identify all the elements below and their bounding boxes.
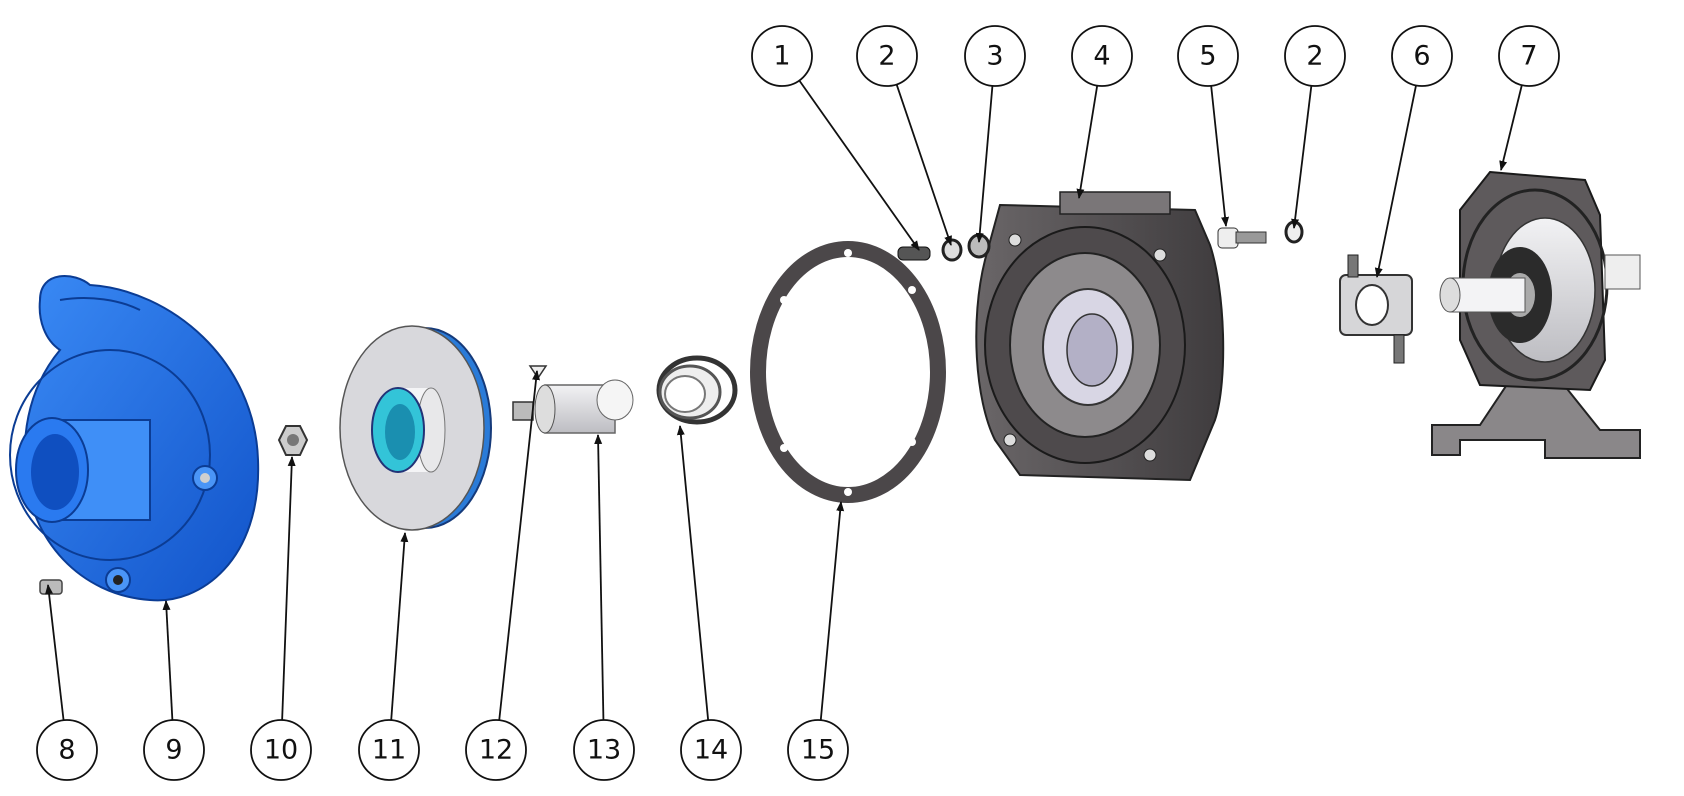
balloon-circle	[143, 719, 205, 781]
balloon-label: 14	[694, 735, 728, 766]
balloon-bolt: 5	[1177, 25, 1239, 87]
leader-line-adapter-backplate	[1076, 85, 1099, 199]
balloon-label: 10	[264, 735, 298, 766]
bearing-frame	[1431, 170, 1641, 459]
balloon-washer: 2	[856, 25, 918, 87]
balloon-circle	[1284, 25, 1346, 87]
leader-line-washer	[1291, 85, 1313, 229]
balloon-circle	[1498, 25, 1560, 87]
balloon-label: 12	[479, 735, 513, 766]
leader-line-bolt	[1210, 85, 1230, 227]
balloon-key: 12	[465, 719, 527, 781]
balloon-circle	[787, 719, 849, 781]
leader-line-impeller	[390, 532, 409, 721]
balloon-shaft-clamp: 6	[1391, 25, 1453, 87]
balloon-circle	[250, 719, 312, 781]
balloon-label: 1	[773, 41, 790, 72]
bolt	[1217, 227, 1267, 249]
balloon-stud: 1	[751, 25, 813, 87]
balloon-bearing-frame: 7	[1498, 25, 1560, 87]
leader-line-volute-casing	[162, 600, 174, 721]
shaft-clamp	[1339, 254, 1413, 364]
balloon-circle	[1071, 25, 1133, 87]
balloon-label: 13	[587, 735, 621, 766]
balloon-circle	[573, 719, 635, 781]
balloon-circle	[358, 719, 420, 781]
balloon-label: 15	[801, 735, 835, 766]
leader-line-bearing-frame	[1499, 84, 1523, 171]
balloon-volute-casing: 9	[143, 719, 205, 781]
leader-line-nut	[975, 85, 994, 243]
leader-line-drain-plug	[45, 584, 65, 721]
balloon-label: 9	[165, 735, 182, 766]
balloon-label: 11	[372, 735, 406, 766]
balloon-circle	[36, 719, 98, 781]
balloon-gasket: 15	[787, 719, 849, 781]
leader-line-washer	[895, 84, 952, 246]
gasket	[750, 241, 946, 503]
leader-line-impeller-nut	[281, 456, 296, 721]
leader-lines	[45, 79, 1523, 721]
leader-line-gasket	[819, 501, 845, 721]
balloon-label: 7	[1520, 41, 1537, 72]
balloon-label: 3	[986, 41, 1003, 72]
balloon-drain-plug: 8	[36, 719, 98, 781]
balloon-impeller: 11	[358, 719, 420, 781]
balloon-label: 2	[878, 41, 895, 72]
balloon-mechanical-seal: 14	[680, 719, 742, 781]
balloon-label: 2	[1306, 41, 1323, 72]
balloon-circle	[465, 719, 527, 781]
balloon-circle	[680, 719, 742, 781]
leader-line-mechanical-seal	[676, 425, 710, 721]
leader-line-shaft-clamp	[1374, 85, 1417, 278]
balloon-washer: 2	[1284, 25, 1346, 87]
balloon-nut: 3	[964, 25, 1026, 87]
shaft-sleeve	[534, 379, 634, 434]
balloon-circle	[751, 25, 813, 87]
washer	[941, 238, 963, 262]
volute-casing	[9, 275, 260, 602]
balloon-impeller-nut: 10	[250, 719, 312, 781]
leader-line-key	[498, 370, 541, 721]
stud	[897, 246, 931, 261]
balloon-shaft-sleeve: 13	[573, 719, 635, 781]
balloon-label: 6	[1413, 41, 1430, 72]
drain-plug	[39, 579, 63, 595]
balloon-circle	[1391, 25, 1453, 87]
balloon-circle	[1177, 25, 1239, 87]
balloon-circle	[964, 25, 1026, 87]
balloon-label: 8	[58, 735, 75, 766]
balloon-circle	[856, 25, 918, 87]
impeller	[339, 325, 492, 531]
balloon-adapter-backplate: 4	[1071, 25, 1133, 87]
leader-line-stud	[798, 79, 920, 251]
adapter-backplate	[975, 191, 1225, 482]
leader-line-shaft-sleeve	[594, 434, 605, 721]
balloon-label: 4	[1093, 41, 1110, 72]
mechanical-seal	[656, 355, 738, 425]
impeller-nut	[277, 425, 309, 456]
balloon-label: 5	[1199, 41, 1216, 72]
